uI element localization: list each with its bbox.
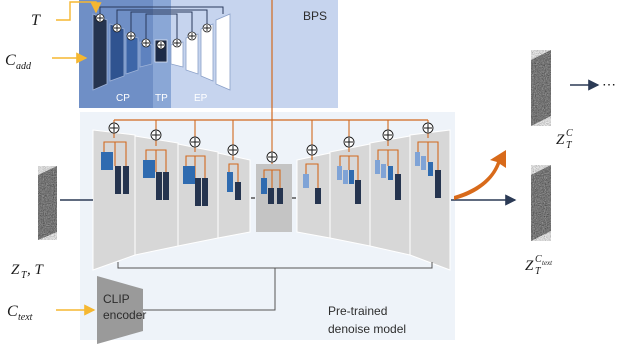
plus-icon [172,38,182,48]
zttext-sub: T [535,266,542,277]
plus-icon [141,38,151,48]
dec-stage-3 [369,135,411,256]
cp-block-1 [92,13,108,91]
plus-icon [112,23,122,33]
plus-icon [108,122,120,134]
clip-label-line1: CLIP [103,292,130,306]
zttext-supsub: text [542,259,553,267]
zt-tail: , T [27,262,45,278]
zttext-z: Z [525,258,534,274]
denoise-plus-nodes [108,122,434,163]
plus-icon [189,136,201,148]
c-text-base: C [7,303,18,320]
c-add-base: C [5,52,16,69]
zttext-label: Z T C text [525,254,553,277]
plus-icon [126,31,136,41]
bps-module: BPS CP TP EP [79,0,338,108]
plus-icon [422,122,434,134]
feature-blocks [101,152,441,206]
denoise-label-line2: denoise model [328,322,406,336]
t-label: T [31,12,41,29]
clip-label-line2: encoder [103,308,146,322]
c-add-label: C add [5,52,32,72]
ep-label: EP [194,93,208,104]
plus-icon [150,129,162,141]
enc-stage-4 [217,152,251,239]
ep-block-3 [200,23,214,82]
ep-block-4 [215,13,231,91]
plus-icon [227,144,239,156]
zttext-noise-image [531,165,551,241]
curved-orange-arrow-icon [454,150,506,200]
zt-z: Z [11,262,20,278]
plus-icon [156,40,166,50]
ztc-sub: T [566,140,573,151]
plus-icon [187,31,197,41]
plus-icon [382,129,394,141]
plus-icon [95,13,105,23]
zt-noise-image [38,166,57,240]
plus-icon [306,144,318,156]
ellipsis: ⋯ [602,78,616,93]
c-text-sub: text [18,312,33,323]
plus-icon [202,23,212,33]
clip-connection [117,262,433,311]
zt-sub: T [21,270,28,281]
plus-icon [343,136,355,148]
dec-stage-1 [296,152,331,239]
enc-stage-1 [92,129,136,271]
dec-stage-2 [329,143,371,247]
bps-title: BPS [303,9,327,23]
control-branches [103,120,439,188]
ztc-noise-image [531,50,551,126]
ztc-z: Z [556,132,565,148]
c-add-sub: add [16,61,32,72]
clip-encoder-shape [97,276,143,344]
dec-stage-4 [409,129,451,271]
ztc-sup: C [566,128,573,139]
c-text-label: C text [7,303,33,323]
plus-icon [266,151,278,163]
zt-label: Z T , T [11,262,45,281]
ztc-label: Z T C [556,128,573,151]
cp-block-2 [109,23,125,82]
tp-label: TP [155,93,168,104]
cp-label: CP [116,93,130,104]
denoise-label-line1: Pre-trained [328,304,387,318]
zttext-sup: C [535,254,542,265]
bps-input-lines [52,1,102,64]
bps-plus-nodes [95,13,212,50]
